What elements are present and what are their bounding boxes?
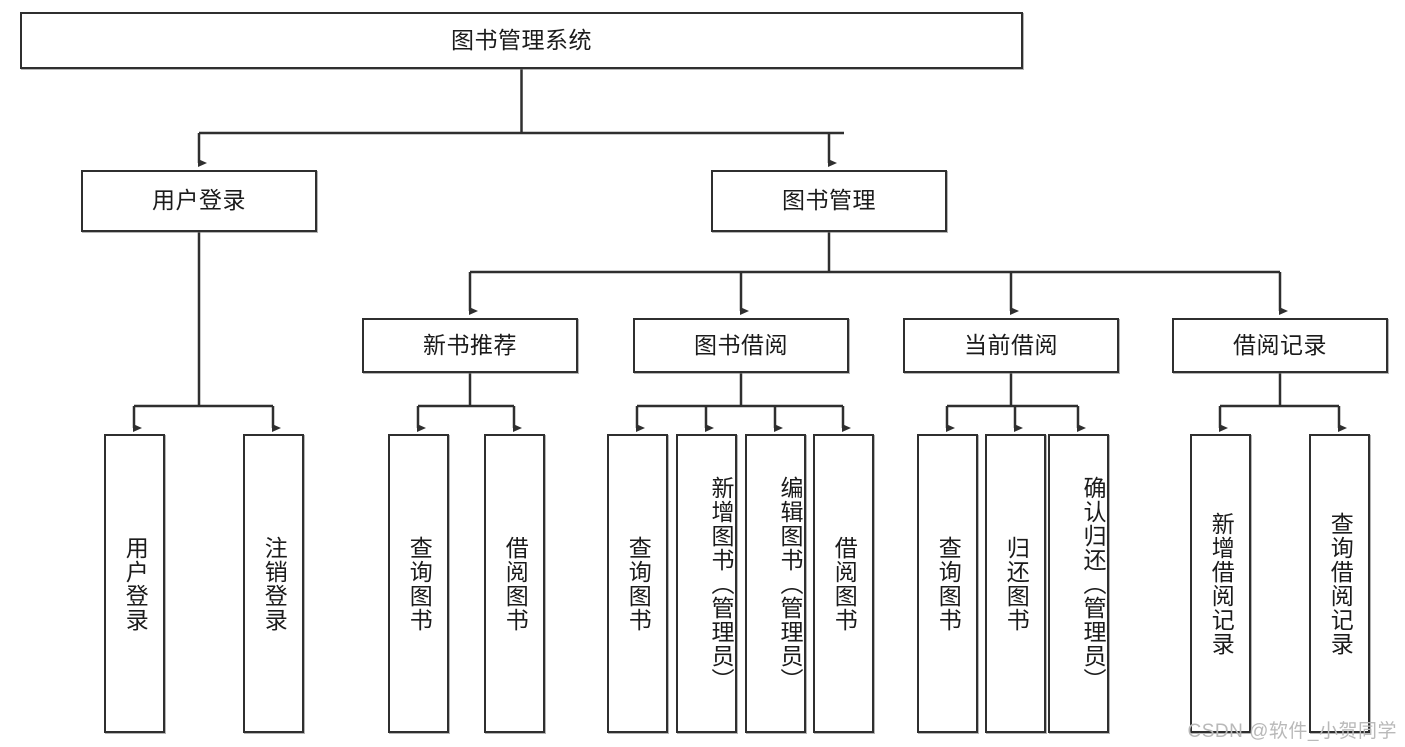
node-book-manage[interactable]: 图书管理 bbox=[711, 170, 947, 232]
node-root[interactable]: 图书管理系统 bbox=[20, 12, 1023, 69]
node-leaf-query-book-rec[interactable]: 查询图书 bbox=[388, 434, 449, 733]
node-leaf-confirm-return[interactable]: 确认归还（管理员） bbox=[1048, 434, 1109, 733]
node-new-book-rec-label: 新书推荐 bbox=[423, 331, 517, 358]
node-leaf-edit-book[interactable]: 编辑图书（管理员） bbox=[745, 434, 806, 733]
csdn-watermark: CSDN @软件_小贺同学 bbox=[1187, 721, 1397, 742]
node-leaf-logout-label: 注销登录 bbox=[261, 535, 288, 632]
node-leaf-borrow-book-rec-label: 借阅图书 bbox=[502, 535, 529, 632]
node-leaf-query-book-bb[interactable]: 查询图书 bbox=[607, 434, 668, 733]
node-leaf-user-login[interactable]: 用户登录 bbox=[104, 434, 165, 733]
node-leaf-borrow-book-bb[interactable]: 借阅图书 bbox=[813, 434, 874, 733]
node-leaf-query-record[interactable]: 查询借阅记录 bbox=[1309, 434, 1370, 733]
node-leaf-return-book[interactable]: 归还图书 bbox=[985, 434, 1046, 733]
node-leaf-add-book[interactable]: 新增图书（管理员） bbox=[676, 434, 737, 733]
node-borrow-record-label: 借阅记录 bbox=[1233, 331, 1327, 358]
node-leaf-query-record-label: 查询借阅记录 bbox=[1327, 511, 1354, 656]
node-leaf-edit-book-label: 编辑图书（管理员） bbox=[777, 475, 803, 692]
node-leaf-add-record[interactable]: 新增借阅记录 bbox=[1190, 434, 1251, 733]
node-leaf-add-record-label: 新增借阅记录 bbox=[1208, 511, 1235, 656]
node-new-book-rec[interactable]: 新书推荐 bbox=[362, 318, 578, 373]
node-leaf-query-book-cb[interactable]: 查询图书 bbox=[917, 434, 978, 733]
node-leaf-return-book-label: 归还图书 bbox=[1003, 535, 1030, 632]
node-leaf-query-book-rec-label: 查询图书 bbox=[406, 535, 433, 632]
node-leaf-user-login-label: 用户登录 bbox=[122, 535, 149, 632]
node-leaf-query-book-bb-label: 查询图书 bbox=[625, 535, 652, 632]
node-user-login[interactable]: 用户登录 bbox=[81, 170, 317, 232]
node-leaf-query-book-cb-label: 查询图书 bbox=[935, 535, 962, 632]
node-book-borrow-label: 图书借阅 bbox=[694, 331, 788, 358]
node-root-label: 图书管理系统 bbox=[451, 26, 592, 53]
node-current-borrow-label: 当前借阅 bbox=[964, 331, 1058, 358]
node-user-login-label: 用户登录 bbox=[152, 187, 246, 214]
node-book-borrow[interactable]: 图书借阅 bbox=[633, 318, 849, 373]
node-current-borrow[interactable]: 当前借阅 bbox=[903, 318, 1119, 373]
node-borrow-record[interactable]: 借阅记录 bbox=[1172, 318, 1388, 373]
node-leaf-logout[interactable]: 注销登录 bbox=[243, 434, 304, 733]
node-leaf-confirm-return-label: 确认归还（管理员） bbox=[1080, 475, 1106, 692]
node-leaf-borrow-book-bb-label: 借阅图书 bbox=[831, 535, 858, 632]
node-book-manage-label: 图书管理 bbox=[782, 187, 876, 214]
node-leaf-borrow-book-rec[interactable]: 借阅图书 bbox=[484, 434, 545, 733]
node-leaf-add-book-label: 新增图书（管理员） bbox=[708, 475, 734, 692]
